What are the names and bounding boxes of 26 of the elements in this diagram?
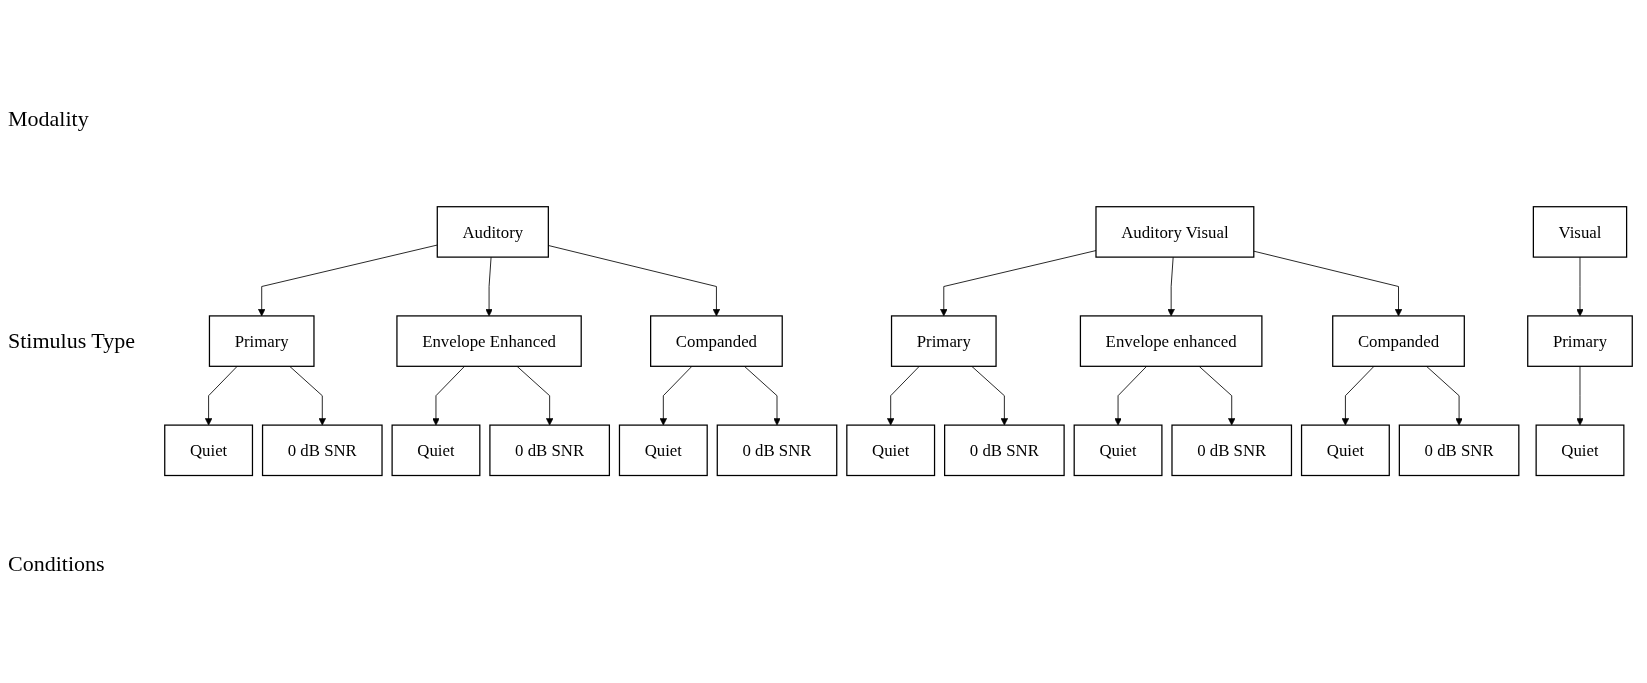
node-box: Quiet [846,424,936,477]
node-box: Auditory Visual [1095,206,1255,259]
node-box: Quiet [1535,424,1625,477]
node-box: Envelope enhanced [1079,315,1263,368]
node-box: Companded [1332,315,1465,368]
node-box: 0 dB SNR [1171,424,1293,477]
node-box: Companded [650,315,783,368]
node-box: Envelope Enhanced [396,315,582,368]
node-box: 0 dB SNR [261,424,383,477]
node-box: 0 dB SNR [1398,424,1520,477]
node-box: Primary [208,315,315,368]
row-label: Stimulus Type [8,328,136,355]
node-box: Auditory [436,206,549,259]
row-label: Modality [8,106,90,133]
row-label: Conditions [8,550,106,577]
node-box: 0 dB SNR [489,424,610,477]
node-box: Primary [890,315,997,368]
node-box: Visual [1532,206,1628,259]
node-box: 0 dB SNR [944,424,1065,477]
node-box: Primary [1527,315,1633,368]
node-box: Quiet [164,424,254,477]
node-box: 0 dB SNR [716,424,838,477]
node-box: Quiet [1300,424,1390,477]
node-box: Quiet [618,424,708,477]
node-box: Quiet [391,424,481,477]
node-box: Quiet [1073,424,1163,477]
